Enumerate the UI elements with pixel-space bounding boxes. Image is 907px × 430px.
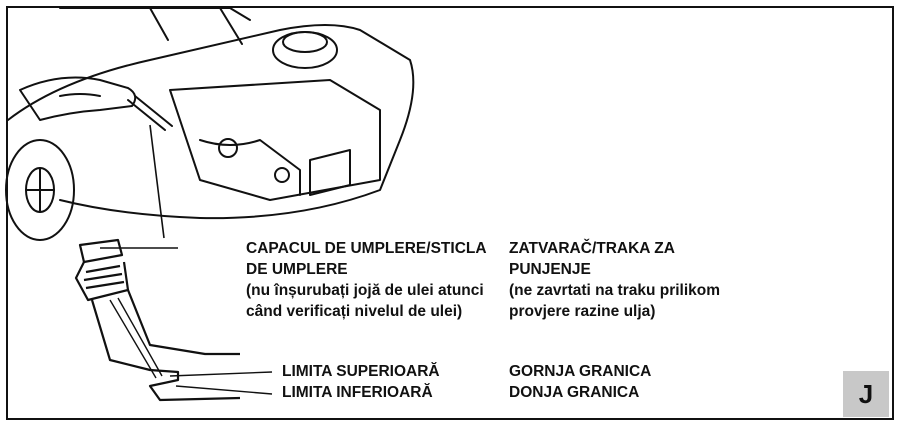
hr-filler-note-line2: provjere razine ulja) <box>509 303 656 320</box>
upper-limit-pointer <box>169 371 273 377</box>
ro-limits-label: LIMITA SUPERIOARĂ LIMITA INFERIOARĂ <box>282 361 440 403</box>
hr-upper-limit: GORNJA GRANICA <box>509 363 652 380</box>
ro-upper-limit: LIMITA SUPERIOARĂ <box>282 363 440 380</box>
dipstick-threads <box>83 264 125 290</box>
section-badge: J <box>843 371 889 417</box>
mower-deck-outline <box>7 24 415 220</box>
ro-lower-limit: LIMITA INFERIOARĂ <box>282 384 433 401</box>
engine-cap <box>272 31 338 69</box>
ro-filler-cap-line1: CAPACUL DE UMPLERE/STICLA <box>246 240 487 257</box>
hr-filler-cap-label: ZATVARAČ/TRAKA ZA PUNJENJE (ne zavrtati … <box>509 238 720 322</box>
filler-leader-line <box>149 124 165 239</box>
ro-filler-note-line2: când verificați nivelul de ulei) <box>246 303 463 320</box>
hr-limits-label: GORNJA GRANICA DONJA GRANICA <box>509 361 651 403</box>
ro-filler-note-line1: (nu înșurubați jojă de ulei atunci <box>246 282 484 299</box>
hr-lower-limit: DONJA GRANICA <box>509 384 640 401</box>
hr-filler-cap-line2: PUNJENJE <box>509 261 591 278</box>
ro-filler-cap-line2: DE UMPLERE <box>246 261 348 278</box>
hr-filler-note-line1: (ne zavrtati na traku prilikom <box>509 282 721 299</box>
figure-frame <box>6 6 894 420</box>
hand <box>19 76 137 121</box>
mower-handle <box>59 7 251 45</box>
dipstick-cap <box>78 238 124 264</box>
ro-filler-cap-label: CAPACUL DE UMPLERE/STICLA DE UMPLERE (nu… <box>246 238 487 322</box>
hr-filler-cap-line1: ZATVARAČ/TRAKA ZA <box>509 240 675 257</box>
lower-limit-pointer <box>175 385 273 395</box>
engine-knob <box>218 138 238 158</box>
wheel <box>5 139 75 241</box>
